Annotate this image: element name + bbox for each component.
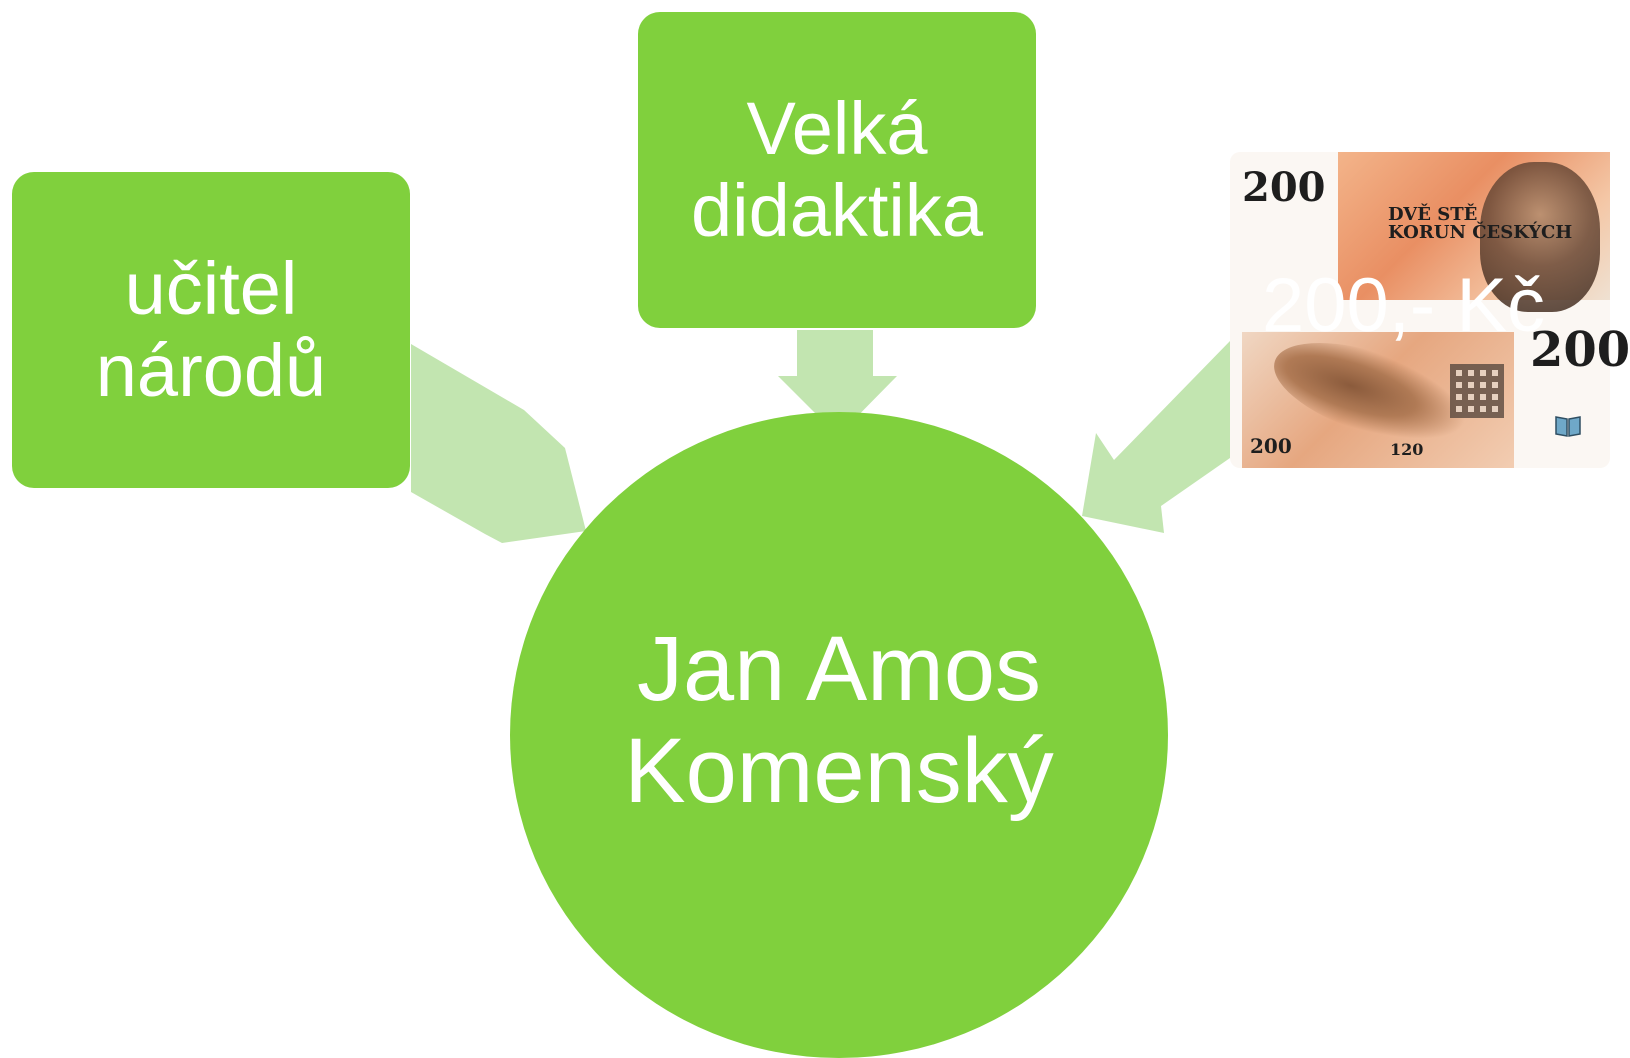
connector-arrows — [411, 330, 1230, 543]
node-great-didactic: Velká didaktika — [638, 12, 1036, 328]
book-icon — [1555, 416, 1581, 437]
node-teacher-of-nations: učitel národů — [12, 172, 410, 488]
price-label: 200,- Kč — [1262, 263, 1546, 348]
banknote-words: DVĚ STĚ KORUN ČESKÝCH — [1388, 204, 1573, 243]
banknote-pattern — [1450, 364, 1504, 418]
center-label: Jan Amos Komenský — [624, 618, 1054, 822]
arrow-banknote-to-center — [1082, 341, 1230, 533]
arrow-teacher-to-center — [411, 344, 586, 543]
banknote-denomination-back: 200 — [1530, 322, 1630, 378]
banknote-denomination: 200 — [1242, 164, 1326, 211]
banknote-image: 200 DVĚ STĚ KORUN ČESKÝCH 200 200 120 — [1230, 152, 1630, 468]
banknote-denomination-corner: 200 — [1250, 434, 1292, 458]
banknote-portrait — [1480, 162, 1600, 312]
diagram-canvas: učitel národů Velká didaktika Jan Amos K… — [12, 12, 1630, 1058]
node-teacher-label: učitel národů — [95, 247, 327, 412]
arrow-didactics-to-center — [778, 330, 897, 436]
banknote-serial: 120 — [1390, 440, 1424, 459]
node-center-komensky: Jan Amos Komenský — [510, 412, 1168, 1058]
node-didactics-label: Velká didaktika — [690, 87, 984, 252]
